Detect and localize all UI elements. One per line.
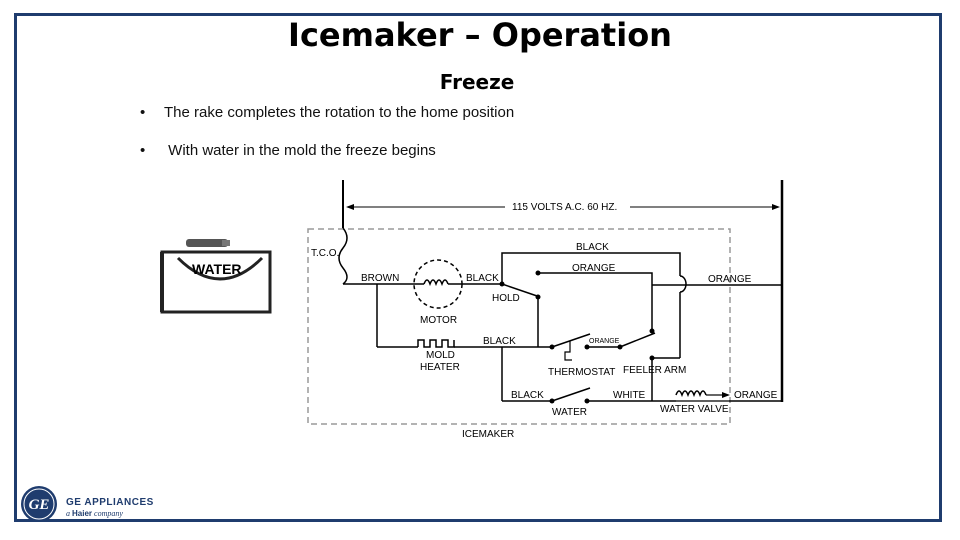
thermostat-switch (551, 333, 591, 348)
orange-right-label: ORANGE (708, 274, 752, 285)
water-switch (551, 387, 591, 402)
black-motor-label: BLACK (466, 273, 499, 284)
brand-name: GE APPLIANCES (66, 497, 154, 508)
white-label: WHITE (613, 390, 646, 401)
bullet-marker: • (140, 142, 146, 159)
brand-tagline-prefix: a (66, 509, 72, 518)
thermostat-label: THERMOSTAT (548, 367, 615, 378)
brand-tagline-suffix: company (92, 509, 123, 518)
hold-switch (501, 283, 541, 298)
feeler-arm-switch (619, 332, 656, 348)
black-heater-label: BLACK (483, 336, 516, 347)
black-water-label: BLACK (511, 390, 544, 401)
voltage-label: 115 VOLTS A.C. 60 HZ. (512, 202, 617, 213)
mold-heater-label-1: MOLD (426, 350, 455, 361)
brand-tagline-haier: Haier (72, 509, 93, 518)
slide-frame (14, 13, 942, 522)
orange-top-label: ORANGE (572, 263, 616, 274)
black-top-label: BLACK (576, 242, 609, 253)
ge-logo-icon: GE (21, 486, 57, 522)
orange-small-label: ORANGE (589, 338, 620, 345)
bullet-item: • With water in the mold the freeze begi… (140, 142, 514, 162)
slide-title: Icemaker – Operation (288, 16, 672, 54)
brown-label: BROWN (361, 273, 399, 284)
water-valve-label: WATER VALVE (660, 404, 729, 415)
tco-label: T.C.O. (311, 248, 339, 259)
ge-logo-text: GE (29, 497, 50, 513)
bullet-item: • The rake completes the rotation to the… (140, 104, 514, 124)
mold-water-icon: WATER (160, 239, 272, 314)
bullet-marker: • (140, 104, 146, 121)
feeler-arm-label: FEELER ARM (623, 365, 686, 376)
icemaker-label: ICEMAKER (462, 429, 514, 440)
water-valve-coil (675, 390, 707, 398)
brand-tagline: a Haier company (66, 509, 123, 518)
bullet-text: The rake completes the rotation to the h… (164, 104, 515, 121)
icemaker-boundary (307, 228, 731, 425)
orange-valve-label: ORANGE (734, 390, 778, 401)
slide-subtitle: Freeze (439, 70, 515, 94)
hold-label: HOLD (492, 293, 520, 304)
bullet-text: With water in the mold the freeze begins (164, 142, 436, 159)
bullet-list: • The rake completes the rotation to the… (140, 104, 514, 162)
mold-heater-symbol (417, 339, 455, 348)
water-switch-label: WATER (552, 407, 587, 418)
tco-fuse (338, 227, 348, 285)
mold-heater-label-2: HEATER (420, 362, 460, 373)
motor-label: MOTOR (420, 315, 457, 326)
mold-icon-label: WATER (192, 261, 242, 277)
